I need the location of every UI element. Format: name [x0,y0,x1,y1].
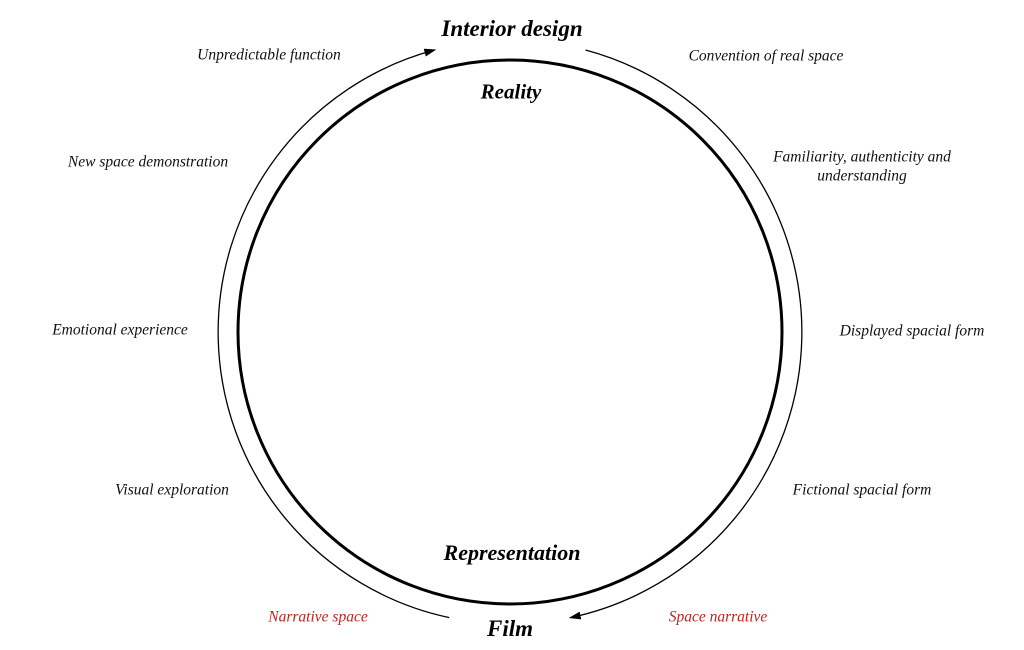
inner-label-representation: Representation [443,540,581,565]
inner-label-reality: Reality [480,79,542,104]
label-new-space-demonstration: New space demonstration [67,153,229,171]
label-visual-exploration: Visual exploration [115,481,229,499]
label-unpredictable-function: Unpredictable function [197,46,341,64]
label-displayed-spacial-form: Displayed spacial form [839,322,985,340]
label-familiarity-authenticity-understanding: Familiarity, authenticity and understand… [773,148,951,185]
label-fictional-spacial-form: Fictional spacial form [792,481,932,499]
label-convention-of-real-space: Convention of real space [688,47,844,65]
left-arc-arrow [217,48,450,619]
node-interior-design: Interior design [441,16,583,41]
inner-circle [236,58,784,606]
right-arc-arrow [568,49,803,620]
label-emotional-experience: Emotional experience [52,321,188,339]
label-narrative-space: Narrative space [268,608,368,626]
node-film: Film [486,616,534,641]
label-space-narrative: Space narrative [668,608,768,626]
